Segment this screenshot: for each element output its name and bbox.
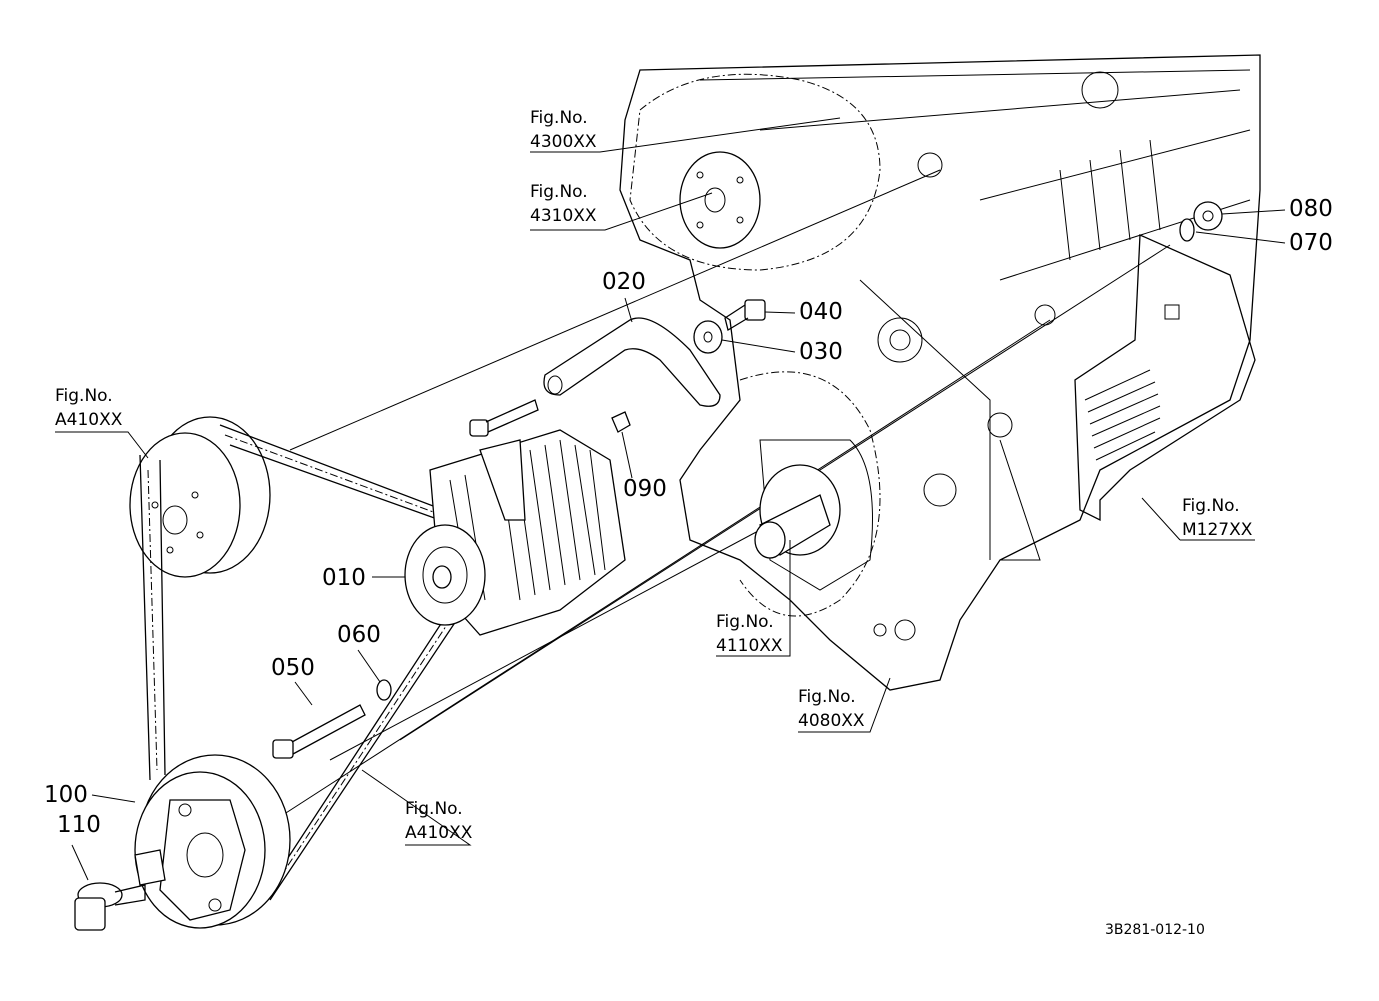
- fig-number: 4110XX: [716, 636, 783, 656]
- fig-prefix: Fig.No.: [716, 612, 774, 632]
- part-label-080: 080: [1289, 196, 1333, 222]
- washer-070: [1179, 218, 1195, 242]
- fan-pulley: [129, 416, 271, 578]
- crankshaft-pulley: [134, 754, 291, 929]
- v-belt: [139, 424, 471, 901]
- part-label-060: 060: [337, 622, 381, 648]
- part-label-100: 100: [44, 782, 88, 808]
- figure-ref-4080: Fig.No. 4080XX: [798, 685, 865, 733]
- figure-ref-4310: Fig.No. 4310XX: [530, 180, 597, 228]
- bolt-top-alternator: [469, 399, 539, 437]
- fig-number: 4310XX: [530, 206, 597, 226]
- fig-number: 4080XX: [798, 711, 865, 731]
- engine-block: [619, 54, 1261, 691]
- figure-ref-m127: Fig.No. M127XX: [1182, 494, 1252, 542]
- figure-ref-a410-upper: Fig.No. A410XX: [55, 384, 122, 432]
- part-label-040: 040: [799, 299, 843, 325]
- nut-090: [611, 411, 631, 433]
- part-label-030: 030: [799, 339, 843, 365]
- adjusting-bracket: [543, 317, 721, 407]
- figure-ref-4300: Fig.No. 4300XX: [530, 106, 597, 154]
- water-pump-pulley: [679, 151, 761, 249]
- nut-080: [1193, 201, 1223, 231]
- spline-shaft: [754, 464, 841, 559]
- part-label-070: 070: [1289, 230, 1333, 256]
- bolt-110: [74, 882, 146, 931]
- part-label-020: 020: [602, 269, 646, 295]
- diagram-code: 3B281-012-10: [1105, 922, 1205, 938]
- fig-prefix: Fig.No.: [530, 108, 588, 128]
- washer-060: [376, 679, 392, 701]
- fig-prefix: Fig.No.: [530, 182, 588, 202]
- washer-030: [693, 320, 723, 354]
- bolt-040: [724, 299, 766, 332]
- bolt-050: [272, 704, 366, 759]
- fig-prefix: Fig.No.: [1182, 496, 1240, 516]
- part-label-010: 010: [322, 565, 366, 591]
- fig-prefix: Fig.No.: [798, 687, 856, 707]
- leader-lines: [55, 117, 1286, 881]
- fig-number: 4300XX: [530, 132, 597, 152]
- figure-ref-4110: Fig.No. 4110XX: [716, 610, 783, 658]
- figure-ref-a410-lower: Fig.No. A410XX: [405, 797, 472, 845]
- fig-number: A410XX: [55, 410, 123, 430]
- fig-number: A410XX: [405, 823, 473, 843]
- part-label-090: 090: [623, 476, 667, 502]
- alternator: [404, 429, 626, 636]
- fig-prefix: Fig.No.: [405, 799, 463, 819]
- part-label-050: 050: [271, 655, 315, 681]
- part-label-110: 110: [57, 812, 101, 838]
- fig-prefix: Fig.No.: [55, 386, 113, 406]
- fig-number: M127XX: [1182, 520, 1253, 540]
